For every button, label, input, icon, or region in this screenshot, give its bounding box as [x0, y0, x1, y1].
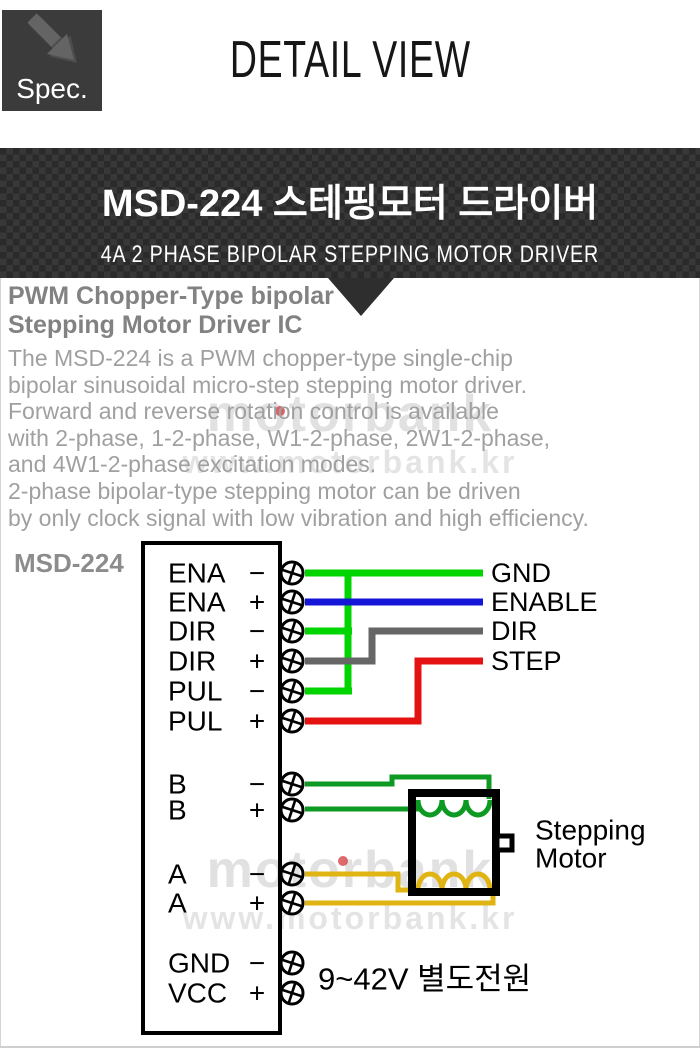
intro-heading-line1: PWM Chopper-Type bipolar [8, 282, 334, 310]
banner-pointer-triangle [328, 278, 394, 316]
intro-section: PWM Chopper-Type bipolar Stepping Motor … [8, 282, 668, 531]
intro-heading-line2: Stepping Motor Driver IC [8, 311, 303, 339]
terminal-sign: − [249, 616, 265, 647]
driver-box [141, 541, 282, 1035]
terminal-sign: + [249, 706, 265, 737]
terminal-sign: − [249, 676, 265, 707]
dir-wire [305, 627, 483, 665]
screw-terminal-icon [276, 557, 308, 589]
terminal-sign: + [249, 888, 265, 919]
screw-terminal-icon [276, 705, 308, 737]
spec-badge-label: Spec. [16, 73, 88, 104]
arrow-down-right-icon [27, 13, 77, 63]
terminal-label: DIR [168, 616, 216, 647]
signal-label-enable: ENABLE [491, 587, 598, 617]
terminal-sign: + [249, 646, 265, 677]
screw-terminal-icon [276, 794, 308, 826]
power-supply-label: 9~42V 별도전원 [318, 962, 531, 997]
gnd-wire [305, 569, 483, 695]
phase-b-plus-wire [305, 800, 421, 812]
motor-label-line1: Stepping [535, 815, 646, 846]
product-banner: MSD-224 스테핑모터 드라이버 4A 2 PHASE BIPOLAR ST… [0, 148, 700, 278]
terminal-sign: + [249, 795, 265, 826]
spec-badge: Spec. [2, 10, 102, 111]
device-name-label: MSD-224 [14, 548, 124, 578]
screw-terminal-icon [276, 858, 308, 890]
screw-terminal-icon [276, 887, 308, 919]
screw-terminal-icon [276, 977, 308, 1009]
terminal-sign: − [249, 948, 265, 979]
signal-label-dir: DIR [491, 616, 538, 646]
banner-subtitle: 4A 2 PHASE BIPOLAR STEPPING MOTOR DRIVER [100, 241, 600, 268]
intro-paragraph-line: 2-phase bipolar-type stepping motor can … [8, 477, 521, 504]
terminal-label: A [168, 888, 187, 919]
terminal-label: DIR [168, 646, 216, 677]
motor-shaft [494, 833, 515, 853]
step-wire [305, 657, 483, 725]
screw-terminal-icon [276, 645, 308, 677]
intro-paragraph-line: The MSD-224 is a PWM chopper-type single… [8, 345, 513, 371]
intro-paragraph-line: and 4W1-2-phase excitation modes. [8, 451, 377, 478]
phase-a-minus-wire [305, 871, 418, 893]
signal-label-step: STEP [491, 646, 562, 676]
terminal-sign: − [249, 769, 265, 800]
terminal-sign: + [249, 978, 265, 1009]
screw-terminal-icon [276, 675, 308, 707]
banner-title: MSD-224 스테핑모터 드라이버 [101, 183, 599, 225]
terminal-label: PUL [168, 706, 222, 737]
phase-b-coil [415, 799, 493, 818]
intro-paragraph-line: by only clock signal with low vibration … [8, 504, 589, 531]
terminal-label: GND [168, 948, 230, 979]
terminal-label: ENA [168, 587, 226, 618]
page-title: DETAIL VIEW [229, 31, 471, 89]
screw-terminal-icon [276, 768, 308, 800]
intro-paragraph-line: with 2-phase, 1-2-phase, W1-2-phase, 2W1… [8, 424, 551, 451]
terminal-label: A [168, 859, 187, 890]
terminal-sign: + [249, 587, 265, 618]
intro-paragraph-line: Forward and reverse rotation control is … [8, 398, 499, 425]
terminal-label: ENA [168, 558, 226, 589]
phase-b-minus-wire [305, 774, 492, 799]
motor-label-line2: Motor [535, 843, 607, 874]
terminal-sign: − [249, 558, 265, 589]
phase-a-coil [415, 871, 493, 891]
screw-terminal-icon [276, 586, 308, 618]
terminal-label-vcc: VCC [168, 978, 227, 1009]
terminal-sign: − [249, 859, 265, 890]
screw-terminal-icon [276, 615, 308, 647]
terminal-label: B [168, 769, 187, 800]
signal-label-gnd: GND [491, 558, 551, 588]
screw-terminal-icon [276, 947, 308, 979]
terminal-label: B [168, 795, 187, 826]
intro-paragraph-line: bipolar sinusoidal micro-step stepping m… [8, 371, 528, 398]
wiring-diagram: GND ENABLE DIR STEP Stepping Motor ENA −… [141, 541, 646, 1035]
terminal-label: PUL [168, 676, 222, 707]
